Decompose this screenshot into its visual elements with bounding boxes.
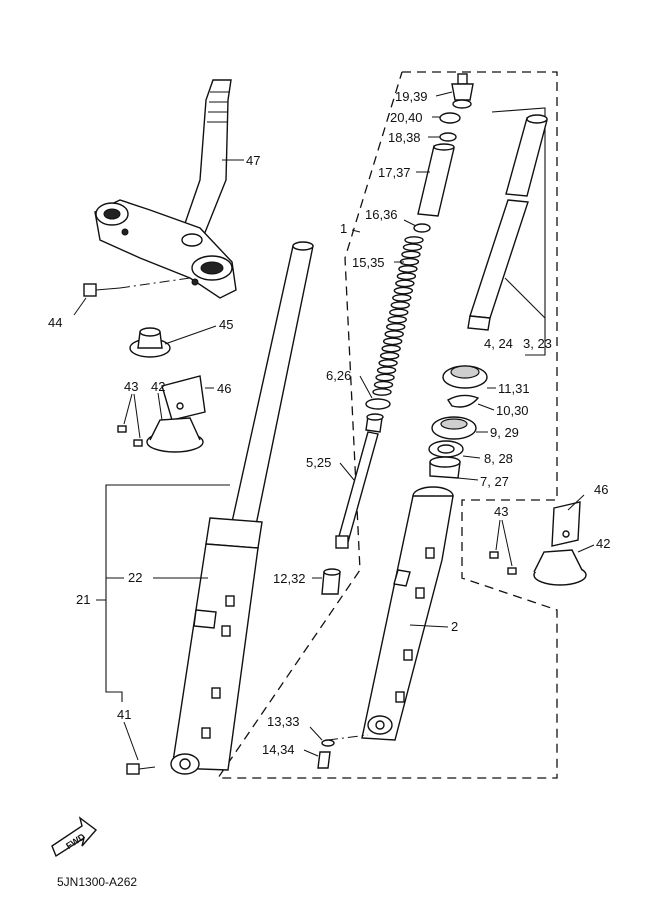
- label-47: 47: [246, 153, 260, 168]
- spring-coil: [381, 344, 401, 353]
- label-46-right: 46: [594, 482, 608, 497]
- label-6-26: 6,26: [326, 368, 351, 383]
- dust-seal-11-31: [442, 365, 488, 389]
- label-11-31: 11,31: [498, 381, 530, 396]
- reflector-bracket-left: [117, 375, 206, 453]
- spring-coil: [393, 286, 414, 295]
- label-20-40: 20,40: [390, 110, 423, 125]
- label-18-38: 18,38: [388, 130, 421, 145]
- spring-coil: [389, 308, 409, 317]
- retaining-clip-10-30: [447, 394, 480, 408]
- label-41: 41: [117, 707, 131, 722]
- reflector-bracket-right: [489, 501, 587, 586]
- label-42-right: 42: [596, 536, 610, 551]
- label-22: 22: [128, 570, 142, 585]
- cap-bolt-19-39: [451, 73, 474, 109]
- spring-coil: [375, 373, 395, 382]
- label-46-left: 46: [217, 381, 231, 396]
- bolt-41: [126, 763, 156, 775]
- spring-seat-16-36: [413, 223, 431, 233]
- o-ring-20-40: [439, 112, 461, 124]
- label-42-left: 42: [151, 379, 165, 394]
- spring-coil: [379, 351, 400, 360]
- spring-coil: [392, 294, 412, 302]
- label-14-34: 14,34: [262, 742, 295, 757]
- washer-13-33: [321, 739, 335, 747]
- spring-coil: [401, 250, 421, 259]
- outer-tube-2: [361, 486, 454, 741]
- spring-coil: [387, 315, 407, 324]
- fwd-arrow-icon: FWD: [51, 816, 98, 858]
- label-10-30: 10,30: [496, 403, 529, 418]
- label-5-25: 5,25: [306, 455, 331, 470]
- label-21: 21: [76, 592, 90, 607]
- bracket-21: [105, 484, 230, 702]
- spring-coil: [382, 337, 403, 346]
- spacer-17-37: [417, 143, 455, 217]
- fork-spring-15-35: [372, 236, 424, 396]
- label-12-32: 12,32: [273, 571, 306, 586]
- steering-stem-lower-bracket: [94, 79, 237, 299]
- label-44: 44: [48, 315, 62, 330]
- spring-coil: [386, 322, 406, 331]
- label-7-27: 7, 27: [480, 474, 509, 489]
- spring-coil: [384, 330, 404, 338]
- inner-tube-4-24: [467, 114, 548, 331]
- spring-coil: [373, 380, 394, 389]
- spring-coil: [404, 236, 424, 244]
- spring-coil: [376, 366, 397, 375]
- label-2: 2: [451, 619, 458, 634]
- spring-coil: [398, 265, 418, 273]
- damper-rod-5-25: [335, 413, 384, 549]
- label-8-28: 8, 28: [484, 451, 513, 466]
- label-3-23: 3, 23: [523, 336, 552, 351]
- assembly-boundary-outline: [216, 71, 558, 779]
- label-45: 45: [219, 317, 233, 332]
- spring-coil: [378, 359, 398, 367]
- spring-coil: [395, 279, 415, 288]
- slide-bushing-7-27: [429, 456, 461, 479]
- bolt-14-34: [317, 751, 331, 769]
- washer-8-28: [428, 440, 464, 458]
- diagram-code: 5JN1300-A262: [57, 875, 137, 889]
- label-43-right: 43: [494, 504, 508, 519]
- bracket-3-23: [491, 107, 546, 356]
- spring-coil: [372, 388, 392, 396]
- label-4-24: 4, 24: [484, 336, 513, 351]
- piston-ring-6-26: [365, 398, 391, 410]
- spring-coil: [402, 243, 423, 252]
- label-13-33: 13,33: [267, 714, 300, 729]
- spring-coil: [390, 301, 410, 310]
- label-19-39: 19,39: [395, 89, 428, 104]
- label-9-29: 9, 29: [490, 425, 519, 440]
- label-15-35: 15,35: [352, 255, 385, 270]
- oil-seal-9-29: [431, 416, 477, 440]
- label-17-37: 17,37: [378, 165, 411, 180]
- label-1: 1: [340, 221, 347, 236]
- oil-lock-piece-12-32: [321, 568, 341, 595]
- left-fork-assembly: [170, 241, 314, 775]
- collar-45: [129, 327, 171, 358]
- bolt-44: [83, 277, 191, 297]
- label-16-36: 16,36: [365, 207, 398, 222]
- spring-coil: [396, 272, 417, 281]
- washer-18-38: [439, 132, 457, 142]
- label-43-left: 43: [124, 379, 138, 394]
